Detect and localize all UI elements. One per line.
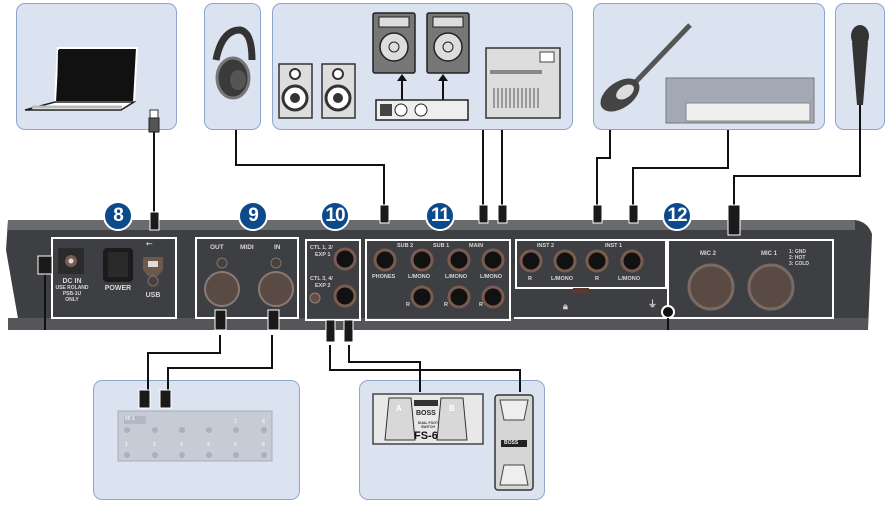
midi-label: MIDI [240, 244, 254, 251]
badge-12: 12 [662, 201, 692, 231]
badge-10: 10 [320, 201, 350, 231]
rear-panel-body [6, 220, 872, 330]
inst2-l-jack [553, 249, 577, 273]
ctl34-label: CTL 3, 4/ [310, 276, 333, 282]
midi-num-4: 4 [207, 442, 210, 448]
inst1-r-jack [585, 249, 609, 273]
inst1-label: INST 1 [605, 243, 623, 249]
pa-speaker-icon [372, 12, 470, 74]
ctl12-label: CTL 1, 2/ [310, 245, 333, 251]
fs6-model: FS-6 [414, 430, 438, 442]
cables [44, 105, 861, 392]
ctl-exp1-jack [333, 247, 357, 271]
phones-label: PHONES [372, 274, 396, 280]
fs6-subtitle: DUAL FOOT SWITCH [417, 421, 439, 429]
sub2-r-jack [410, 285, 434, 309]
sub2-lmono-label: L/MONO [408, 274, 430, 280]
main-lmono-label: L/MONO [480, 274, 502, 280]
sub2-r-label: R [406, 302, 410, 308]
mic2-xlr [687, 263, 735, 311]
inst2-r-label: R [528, 276, 532, 282]
laptop-icon [24, 47, 139, 111]
dc-in-label: DC IN [62, 278, 82, 285]
badge-11: 11 [425, 201, 455, 231]
pin2-label: 2: HOT [789, 255, 806, 261]
electric-guitar-icon [600, 23, 692, 112]
midi-num-5: 5 [234, 442, 237, 448]
microphone-icon [851, 25, 869, 105]
headphones-icon [212, 26, 256, 100]
midi-in-label: IN [274, 244, 281, 251]
mic1-xlr [747, 263, 795, 311]
phones-jack [373, 248, 397, 272]
main-l-jack [481, 248, 505, 272]
fs6-brand: BOSS [416, 410, 436, 417]
plugs [37, 204, 741, 409]
power-amplifier-icon [375, 74, 469, 121]
dc-note-2: PSB-1U [62, 291, 82, 297]
mic1-label: MIC 1 [761, 251, 778, 257]
inst1-r-label: R [595, 276, 599, 282]
midi-controller-display: 00 1 [125, 416, 135, 422]
midi-in-port [258, 271, 294, 307]
lock-icon: 🔒︎ [563, 301, 568, 311]
sub1-l-jack [447, 248, 471, 272]
monitor-speaker-icon [278, 63, 356, 119]
midi-out-label: OUT [210, 244, 224, 251]
sub1-lmono-label: L/MONO [445, 274, 467, 280]
ctl-exp2-jack [333, 284, 357, 308]
midi-out-port [204, 271, 240, 307]
power-label: POWER [104, 285, 132, 292]
section-11-outline [365, 239, 511, 321]
dc-note-1: USE ROLAND [55, 285, 89, 291]
mic2-label: MIC 2 [700, 251, 717, 257]
sub2-label: SUB 2 [397, 243, 414, 249]
fs6-foot-switch-icon [372, 393, 484, 445]
main-r-jack [481, 285, 505, 309]
badge-9: 9 [238, 201, 268, 231]
inst2-label: INST 2 [537, 243, 555, 249]
midi-num-7: 7 [234, 419, 237, 425]
main-r-label: R [479, 302, 483, 308]
fs6-a: A [396, 404, 402, 413]
keyboard-synth-icon [665, 77, 815, 124]
midi-num-6: 6 [262, 442, 265, 448]
dc-note-3: ONLY [65, 297, 79, 303]
mixer-icon [485, 47, 561, 119]
inst1-lmono-label: L/MONO [618, 276, 640, 282]
midi-foot-controller-icon [117, 410, 273, 462]
fs6-b: B [449, 404, 455, 413]
midi-num-8: 8 [262, 419, 265, 425]
exp-pedal-brand: BOSS [504, 440, 519, 446]
inst2-lmono-label: L/MONO [551, 276, 573, 282]
sub2-l-jack [410, 248, 434, 272]
main-label: MAIN [469, 243, 484, 249]
badge-8: 8 [103, 201, 133, 231]
expression-pedal-icon [494, 394, 534, 491]
sub1-label: SUB 1 [433, 243, 450, 249]
exp2-label: EXP 2 [315, 283, 331, 289]
sub1-r-label: R [444, 302, 448, 308]
midi-num-2: 2 [153, 442, 156, 448]
pin3-label: 3: COLD [789, 261, 809, 267]
usb-symbol-icon: ⭠ [146, 239, 153, 248]
ground-icon: ⏚ [648, 299, 658, 309]
inst1-l-jack [620, 249, 644, 273]
midi-num-1: 1 [125, 442, 128, 448]
exp1-label: EXP 1 [315, 252, 331, 258]
usb-plug-icon [148, 109, 160, 133]
ground-terminal [661, 305, 675, 319]
pin1-label: 1: GND [789, 249, 806, 255]
sub1-r-jack [447, 285, 471, 309]
midi-num-3: 3 [180, 442, 183, 448]
section-8-outline [51, 237, 177, 319]
inst2-r-jack [519, 249, 543, 273]
usb-label: USB [145, 292, 161, 299]
section-9-outline [195, 237, 299, 319]
